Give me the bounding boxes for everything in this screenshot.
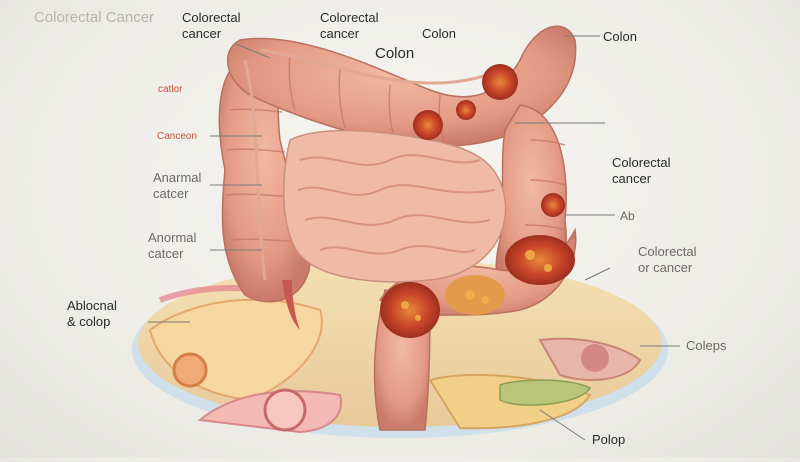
label-ab: Ab [620, 209, 635, 223]
label-colon-upper: Colon [422, 26, 456, 41]
label-canceon: Canceon [157, 131, 198, 142]
label-ablocnal: Ablocnal & colop [67, 298, 117, 329]
label-colorectal-top-mid: Colorectal cancer [320, 10, 379, 41]
label-anarmal: Anarmal catcer [153, 170, 202, 201]
label-polop: Polop [592, 432, 626, 447]
label-coleps: Coleps [686, 338, 727, 353]
label-colorectal-lower-right: Colorectal or cancer [638, 244, 697, 275]
small-intestine [283, 129, 507, 283]
leader-lines [148, 35, 680, 441]
diagram-title: Colorectal Cancer [34, 9, 155, 26]
label-colon-right: Colon [603, 29, 637, 44]
label-colorectal-top-left: Colorectal cancer [182, 10, 241, 41]
label-anormal: Anormal catcer [148, 230, 197, 261]
label-cator: catlor [158, 84, 183, 95]
label-colorectal-right: Colorectal cancer [612, 155, 671, 186]
label-colon-mid: Colon [375, 45, 415, 62]
tumors [380, 64, 575, 338]
